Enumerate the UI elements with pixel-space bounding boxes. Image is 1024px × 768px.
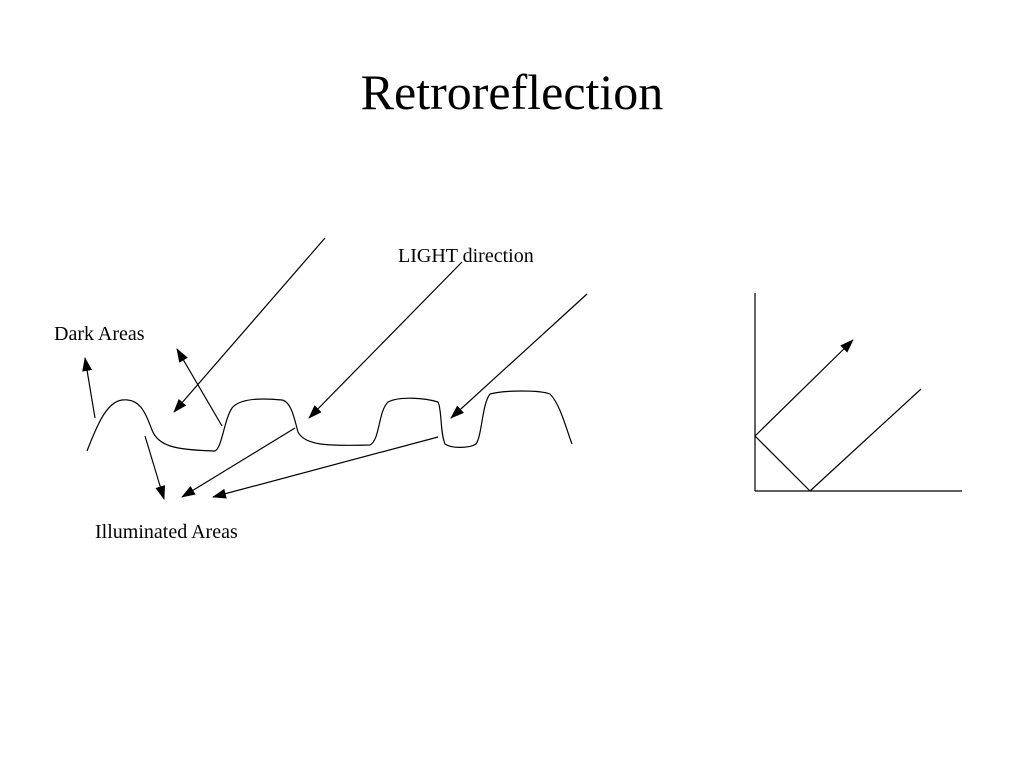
- light-direction-label: LIGHT direction: [398, 245, 534, 267]
- bounced-ray: [754, 435, 811, 492]
- illuminated-area-arrow-2: [181, 427, 296, 498]
- rough-surface-profile: [86, 390, 573, 452]
- dark-areas-label: Dark Areas: [54, 323, 145, 345]
- dark-area-arrow-1: [82, 357, 96, 419]
- illuminated-areas-label: Illuminated Areas: [95, 521, 238, 543]
- light-ray-3: [450, 293, 588, 419]
- illuminated-area-arrow-1: [144, 435, 166, 500]
- dark-area-arrow-2: [176, 348, 223, 427]
- incoming-ray: [809, 388, 922, 492]
- illuminated-area-arrow-3: [212, 436, 439, 499]
- light-ray-2: [308, 261, 463, 419]
- reflected-ray: [754, 339, 854, 437]
- slide-title: Retroreflection: [360, 64, 664, 120]
- light-ray-1: [173, 237, 326, 413]
